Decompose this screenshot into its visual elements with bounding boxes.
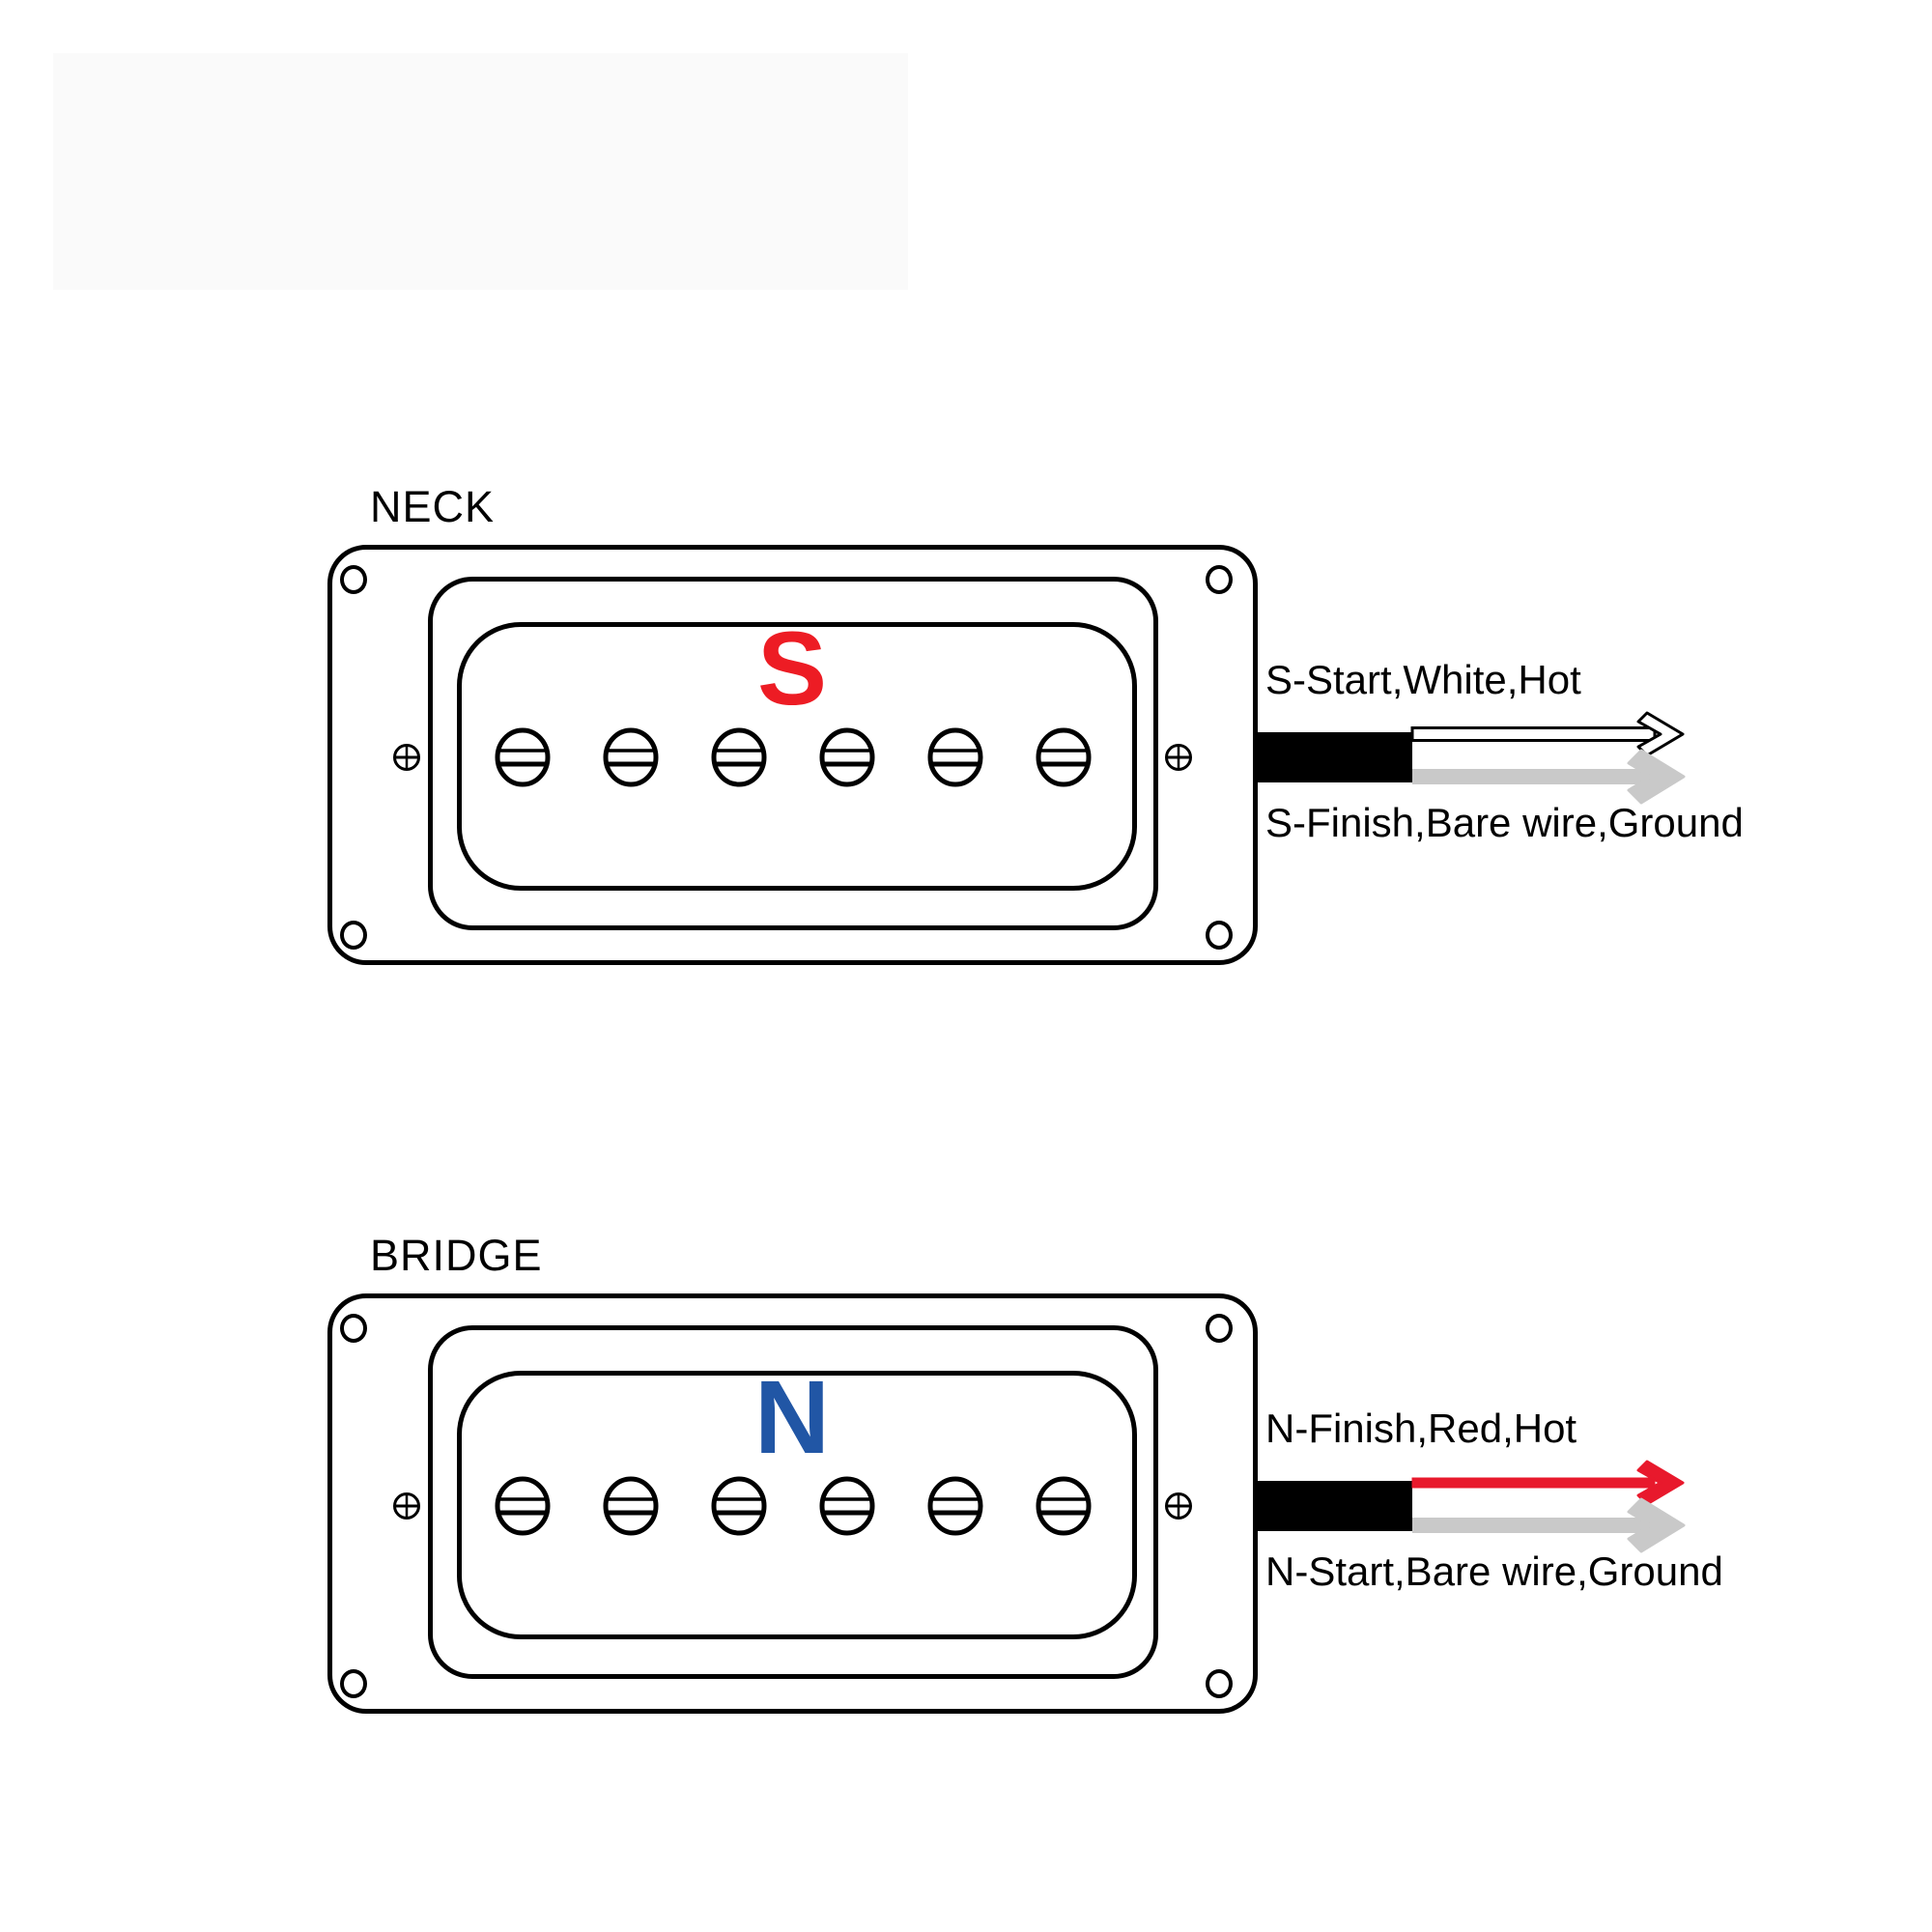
mounting-hole-icon <box>1206 1314 1233 1343</box>
hot-wire-label: S-Start,White,Hot <box>1265 657 1581 702</box>
neck-ring-inner-edge <box>428 577 1158 930</box>
pole-piece-screw-icon <box>927 1476 982 1536</box>
bridge-pickup-cover <box>457 1371 1137 1639</box>
pole-piece-screw-icon <box>603 727 658 787</box>
faint-watermark-area <box>53 53 908 290</box>
bridge-mounting-ring <box>327 1293 1258 1714</box>
magnet-polarity-letter: N <box>754 1358 830 1475</box>
adjust-screw-icon <box>393 744 420 771</box>
neck-mounting-ring <box>327 545 1258 965</box>
hot-wire-arrow <box>1410 711 1685 757</box>
pole-piece-screw-icon <box>1036 727 1091 787</box>
pole-piece-screw-icon <box>1036 1476 1091 1536</box>
bridge-label: BRIDGE <box>370 1231 543 1280</box>
neck-wire-drawing <box>1256 711 1686 805</box>
cable-jacket <box>1256 732 1412 782</box>
pole-piece-screw-icon <box>711 727 766 787</box>
pole-piece-screw-icon <box>711 1476 766 1536</box>
mounting-hole-icon <box>340 921 367 950</box>
adjust-screw-icon <box>393 1492 420 1520</box>
mounting-hole-icon <box>340 1669 367 1698</box>
cable-jacket <box>1256 1481 1412 1531</box>
pole-piece-screw-icon <box>495 727 550 787</box>
mounting-hole-icon <box>340 1314 367 1343</box>
pole-piece-screw-icon <box>495 1476 550 1536</box>
ground-wire-label: S-Finish,Bare wire,Ground <box>1265 800 1744 845</box>
bridge-pickup-diagram: BRIDGE N <box>0 1234 1932 1714</box>
adjust-screw-icon <box>1165 1492 1192 1520</box>
pole-piece-screw-icon <box>603 1476 658 1536</box>
mounting-hole-icon <box>1206 565 1233 594</box>
ground-wire-arrow <box>1412 1497 1686 1553</box>
neck-pickup-cover <box>457 622 1137 891</box>
pole-piece-screw-icon <box>927 727 982 787</box>
pole-piece-screw-icon <box>819 727 874 787</box>
mounting-hole-icon <box>340 565 367 594</box>
pole-piece-screw-icon <box>819 1476 874 1536</box>
hot-wire-label: N-Finish,Red,Hot <box>1265 1406 1577 1451</box>
magnet-polarity-letter: S <box>756 610 828 726</box>
neck-pickup-diagram: NECK S <box>0 485 1932 965</box>
adjust-screw-icon <box>1165 744 1192 771</box>
bridge-ring-inner-edge <box>428 1325 1158 1679</box>
mounting-hole-icon <box>1206 921 1233 950</box>
neck-label: NECK <box>370 482 496 531</box>
ground-wire-arrow <box>1412 749 1686 805</box>
mounting-hole-icon <box>1206 1669 1233 1698</box>
bridge-wire-drawing <box>1256 1460 1686 1553</box>
ground-wire-label: N-Start,Bare wire,Ground <box>1265 1548 1723 1594</box>
hot-wire-arrow <box>1411 1460 1685 1506</box>
